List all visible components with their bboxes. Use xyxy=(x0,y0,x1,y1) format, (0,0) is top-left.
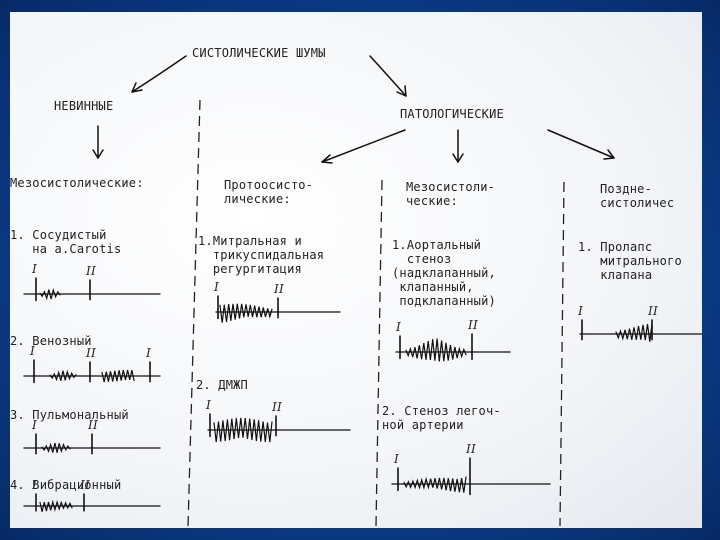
pcg-murmur-pulmonary xyxy=(41,442,71,454)
column-late-systolic: Поздне- систоличес xyxy=(600,182,675,210)
item-pulmonary: 3. Пульмональный xyxy=(10,408,129,422)
item-mitral: 1.Митральная и трикуспидальная регургита… xyxy=(198,234,325,276)
item-prolapse: 1. Пролапс митрального клапана xyxy=(578,240,682,282)
pcg-murmur-mitral xyxy=(219,303,273,323)
column-mesosystolic-innocent: Мезосистолические: xyxy=(10,176,144,190)
scanned-diagram: СИСТОЛИЧЕСКИЕ ШУМЫ НЕВИННЫЕ ПАТОЛОГИЧЕСК… xyxy=(10,12,702,528)
pcg-murmur-vascular xyxy=(39,287,61,301)
second-tone-label: II xyxy=(468,318,478,332)
item-venous: 2. Венозный xyxy=(10,334,92,348)
item-vascular: 1. Сосудистый на a.Carotis xyxy=(10,228,122,256)
pcg-murmur-pulm-stenosis xyxy=(403,476,467,493)
first-tone-label: I xyxy=(146,346,151,360)
first-tone-label: I xyxy=(214,280,219,294)
pcg-murmur-vsd xyxy=(213,417,273,443)
first-tone-label: I xyxy=(578,304,583,318)
pathological-branch-label: ПАТОЛОГИЧЕСКИЕ xyxy=(400,107,504,121)
column-mesosystolic: Мезосистоли- ческие: xyxy=(406,180,496,208)
pcg-murmur-venous1 xyxy=(49,369,77,382)
diagram-drawing xyxy=(92,55,615,527)
first-tone-label: I xyxy=(32,418,37,432)
item-vibrational: 4. Вибрационный xyxy=(10,478,122,492)
item-vsd: 2. ДМЖП xyxy=(196,378,248,392)
phonocardiograms xyxy=(23,277,702,512)
item-pulmonary-stenosis: 2. Стеноз легоч- ной артерии xyxy=(382,404,501,432)
first-tone-label: I xyxy=(396,320,401,334)
pcg-murmur-venous2 xyxy=(101,369,135,383)
first-tone-label: I xyxy=(32,262,37,276)
second-tone-label: II xyxy=(80,478,90,492)
first-tone-label: I xyxy=(394,452,399,466)
pcg-murmur-aortic xyxy=(405,338,467,362)
second-tone-label: II xyxy=(88,418,98,432)
first-tone-label: I xyxy=(30,344,35,358)
item-aortic: 1.Аортальный стеноз (надклапанный, клапа… xyxy=(392,238,496,308)
pcg-murmur-vibrational xyxy=(39,499,73,512)
second-tone-label: II xyxy=(274,282,284,296)
diagram-title: СИСТОЛИЧЕСКИЕ ШУМЫ xyxy=(192,46,326,60)
column-separators xyxy=(187,99,565,527)
pcg-murmur-prolapse xyxy=(615,322,653,342)
column-protosystolic: Протоосисто- лические: xyxy=(224,178,314,206)
branch-arrows xyxy=(92,55,615,164)
innocent-branch-label: НЕВИННЫЕ xyxy=(54,99,114,113)
second-tone-label: II xyxy=(86,346,96,360)
second-tone-label: II xyxy=(86,264,96,278)
first-tone-label: I xyxy=(206,398,211,412)
first-tone-label: I xyxy=(32,478,37,492)
second-tone-label: II xyxy=(466,442,476,456)
second-tone-label: II xyxy=(648,304,658,318)
second-tone-label: II xyxy=(272,400,282,414)
